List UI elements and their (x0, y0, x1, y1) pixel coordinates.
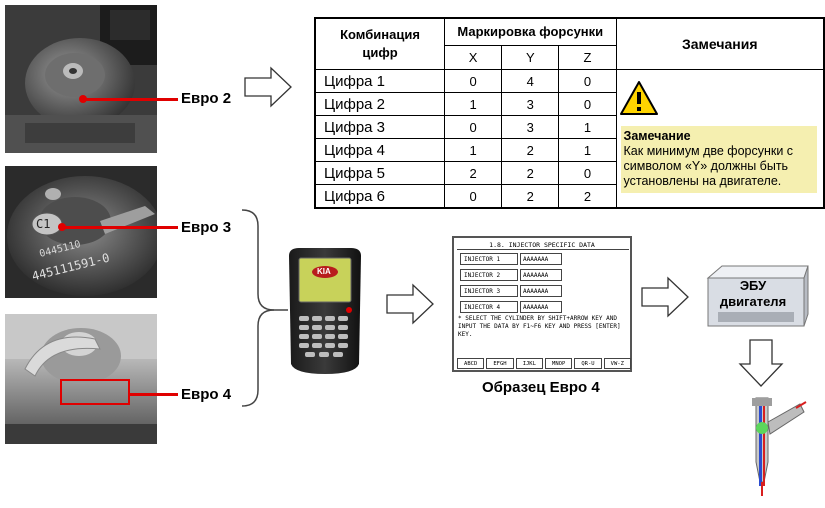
callout-line-euro3 (63, 226, 178, 229)
photo-euro2 (5, 5, 157, 153)
table-row: Цифра 6 0 2 2 (314, 184, 824, 209)
header-z: Z (558, 44, 617, 71)
cell-z: 1 (558, 115, 617, 139)
row-label: Цифра 3 (314, 115, 446, 139)
cell-x: 1 (444, 138, 503, 162)
cell-z: 0 (558, 92, 617, 116)
callout-dot-euro3 (58, 223, 66, 231)
callout-line-euro4 (130, 393, 178, 396)
note-title: Замечание (623, 129, 691, 143)
header-combination-text: Комбинация цифр (340, 27, 420, 60)
header-combination: Комбинация цифр (314, 17, 446, 70)
label-euro4: Евро 4 (181, 386, 232, 403)
injector-label: INJECTOR 4 (460, 301, 518, 313)
cell-x: 0 (444, 184, 503, 209)
cell-y: 2 (501, 161, 560, 185)
cell-x: 0 (444, 69, 503, 93)
injector-value-input[interactable]: AAAAAAA (520, 301, 562, 313)
fkey-button[interactable]: MNOP (544, 358, 573, 369)
cell-x: 0 (444, 115, 503, 139)
arrow-to-table (244, 66, 292, 108)
table-row: Цифра 1 0 4 0 Замечание Как минимум две … (314, 69, 825, 209)
engraving-top: C1 (36, 217, 51, 231)
arrow-to-screen (386, 283, 434, 325)
cell-y: 3 (501, 115, 560, 139)
cell-z: 2 (558, 184, 617, 209)
header-y: Y (501, 44, 560, 71)
ecu-box (706, 265, 809, 327)
header-marking: Маркировка форсунки (444, 17, 617, 46)
photo-euro4 (5, 314, 157, 444)
scanner-screen: 1.8. INJECTOR SPECIFIC DATA INJECTOR 1 A… (452, 236, 632, 372)
cell-x: 1 (444, 92, 503, 116)
marking-highlight-euro4 (60, 379, 130, 405)
diagnostic-scanner (289, 248, 361, 374)
ecu-label-line1: ЭБУ (739, 278, 767, 293)
cell-y: 3 (501, 92, 560, 116)
fkey-button[interactable]: EFGH (486, 358, 514, 369)
row-label: Цифра 4 (314, 138, 446, 162)
injector-label: INJECTOR 2 (460, 269, 518, 281)
screen-title-rule (457, 249, 629, 250)
callout-dot-euro2 (79, 95, 87, 103)
injector-label: INJECTOR 3 (460, 285, 518, 297)
table-row: Цифра 5 2 2 0 (314, 161, 824, 185)
ecu-label-line2: двигателя (719, 294, 787, 309)
cell-z: 1 (558, 138, 617, 162)
warning-icon (619, 81, 658, 115)
cell-x: 2 (444, 161, 503, 185)
header-notes: Замечания (615, 17, 825, 70)
arrow-to-injector (738, 339, 784, 387)
function-keys: ABCD EFGH IJKL MNOP QR-U VW-Z (457, 358, 631, 369)
scanner-brand: KIA (317, 267, 331, 276)
note-box: Замечание Как минимум две форсунки с сим… (620, 126, 817, 193)
cell-z: 0 (558, 69, 617, 93)
table-row: Цифра 4 1 2 1 (314, 138, 824, 162)
screen-caption: Образец Евро 4 (482, 379, 600, 396)
arrow-to-ecu (641, 276, 689, 318)
cell-y: 2 (501, 138, 560, 162)
photo-euro3: C1 0445110 445111591-0 (5, 166, 157, 298)
cell-z: 0 (558, 161, 617, 185)
label-euro3: Евро 3 (181, 219, 232, 236)
callout-line-euro2 (84, 98, 178, 101)
header-x: X (444, 44, 503, 71)
fkey-button[interactable]: VW-Z (603, 358, 631, 369)
row-label: Цифра 1 (314, 69, 446, 93)
row-label: Цифра 6 (314, 184, 446, 209)
row-label: Цифра 5 (314, 161, 446, 185)
notes-cell: Замечание Как минимум две форсунки с сим… (615, 69, 825, 209)
bracket-connector (241, 209, 288, 407)
injector-value-input[interactable]: AAAAAAA (520, 269, 562, 281)
injector-illustration (752, 397, 807, 496)
injector-label: INJECTOR 1 (460, 253, 518, 265)
injector-value-input[interactable]: AAAAAAA (520, 285, 562, 297)
injector-value-input[interactable]: AAAAAAA (520, 253, 562, 265)
fkey-button[interactable]: ABCD (457, 358, 485, 369)
cell-y: 4 (501, 69, 560, 93)
injector-marking-table: Комбинация цифр Маркировка форсунки Заме… (314, 17, 825, 209)
row-label: Цифра 2 (314, 92, 446, 116)
cell-y: 2 (501, 184, 560, 209)
screen-title: 1.8. INJECTOR SPECIFIC DATA (489, 241, 595, 249)
note-text: Как минимум две форсунки с символом «Y» … (623, 144, 794, 188)
label-euro2: Евро 2 (181, 90, 232, 107)
screen-instruction: * SELECT THE CYLINDER BY SHIFT+ARROW KEY… (458, 315, 621, 338)
fkey-button[interactable]: QR-U (574, 358, 602, 369)
fkey-button[interactable]: IJKL (515, 358, 543, 369)
